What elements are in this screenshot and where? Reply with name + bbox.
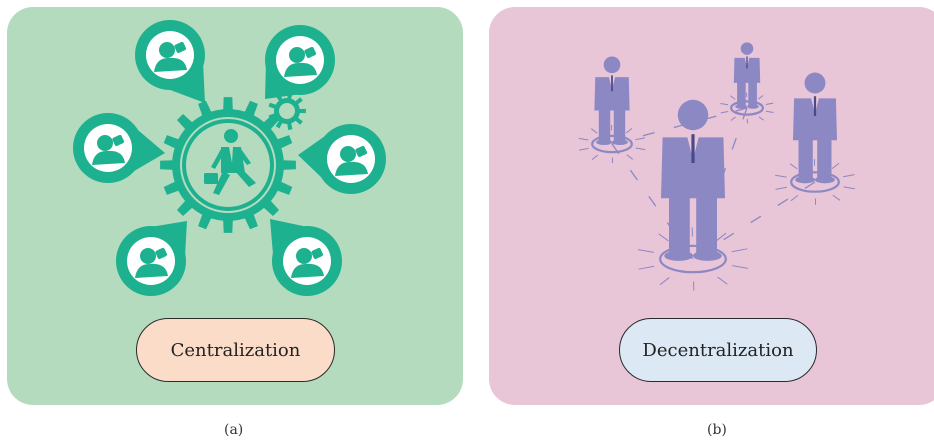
person-front-center-icon: [638, 99, 748, 291]
gear-icon: [268, 92, 306, 130]
person-pin-icon-1: [135, 20, 205, 103]
businessman-icon: [204, 129, 256, 195]
connection-line-3: [692, 181, 816, 260]
caption-a: (a): [224, 422, 244, 438]
caption-b: (b): [707, 422, 727, 438]
person-pin-icon-5: [116, 221, 187, 296]
person-pin-icon-4: [298, 124, 386, 194]
connection-line-4: [611, 107, 748, 145]
person-pins-group: [73, 20, 386, 296]
decentralization-panel: Decentralization: [489, 7, 934, 405]
person-pin-icon-2: [265, 25, 335, 99]
decentralization-label: Decentralization: [619, 318, 817, 382]
person-pin-icon-6: [270, 219, 342, 296]
people-group: [578, 42, 855, 291]
centralization-illustration: [7, 7, 463, 405]
person-right-icon: [775, 72, 855, 205]
centralization-panel: Centralization: [7, 7, 463, 405]
connection-line-1: [611, 143, 694, 260]
centralization-label: Centralization: [136, 318, 335, 382]
person-back-center-icon: [720, 42, 774, 124]
person-pin-icon-3: [73, 113, 165, 183]
person-back-left-icon: [578, 56, 646, 164]
